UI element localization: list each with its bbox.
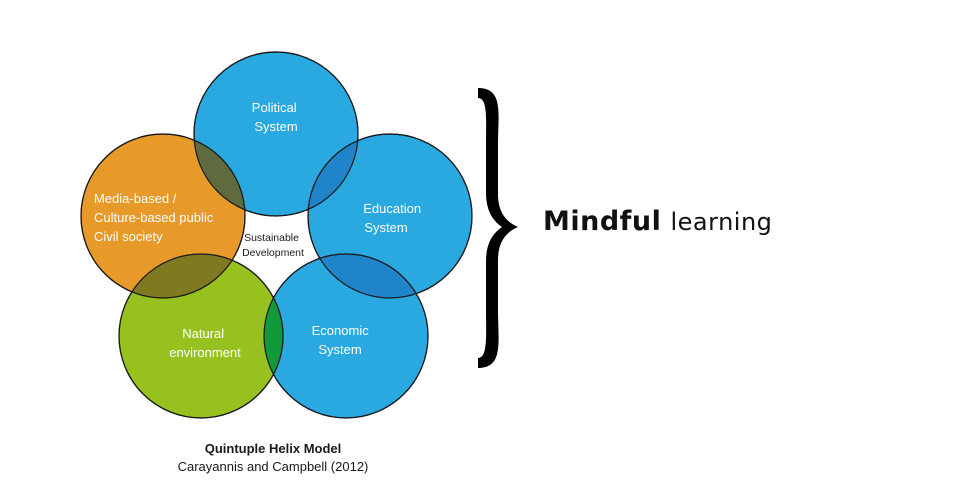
- political-label: Political System: [252, 100, 300, 134]
- side-text-rest: learning: [670, 208, 773, 236]
- media-label: Media-based / Culture-based public Civil…: [94, 191, 217, 244]
- economic-label: Economic System: [312, 323, 373, 357]
- caption-title: Quintuple Helix Model: [204, 441, 342, 456]
- natural-label: Natural environment: [169, 326, 241, 360]
- side-text-bold: Mindful: [543, 206, 662, 237]
- mindful-learning-text: Mindful learning: [543, 206, 772, 237]
- quintuple-helix-diagram: Political System Education System Econom…: [80, 51, 473, 419]
- right-curly-brace-icon: [478, 88, 518, 368]
- center-label: Sustainable Development: [242, 232, 304, 259]
- caption-subtitle: Carayannis and Campbell (2012): [177, 459, 369, 474]
- education-label: Education System: [363, 201, 424, 235]
- overlap-education-economic: [308, 254, 428, 298]
